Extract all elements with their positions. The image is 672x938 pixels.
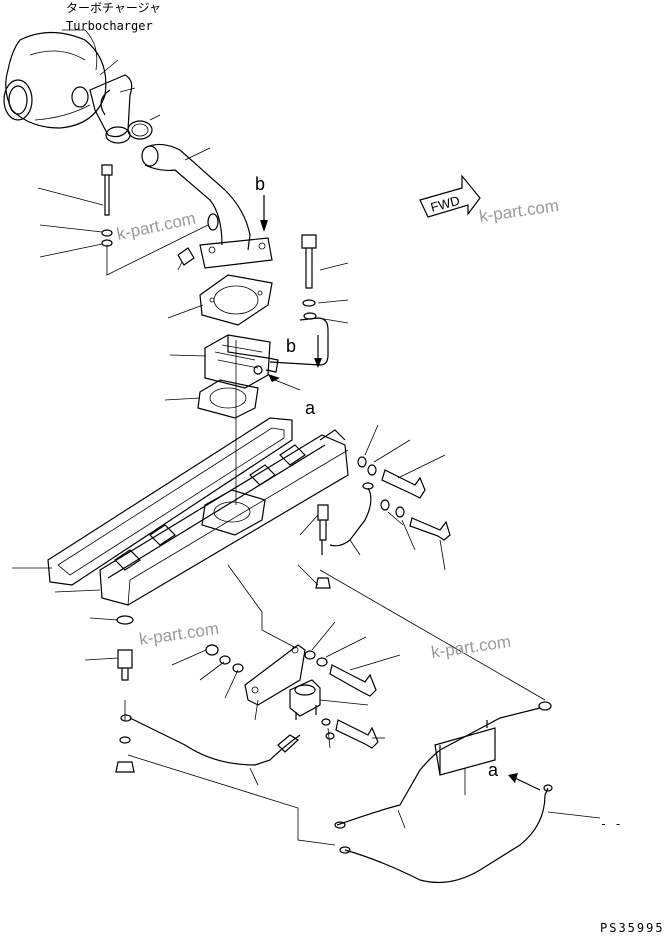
- label-b-top: b: [255, 174, 265, 194]
- leader-lrh2: [325, 636, 367, 658]
- air-tube: [269, 317, 329, 366]
- leader-lock-b: [224, 669, 239, 699]
- leader-lrh1: [311, 621, 336, 651]
- drawing-number: PS35995: [600, 921, 665, 935]
- watermark-1: k-part.com: [115, 209, 197, 244]
- leader-valve: [169, 354, 207, 357]
- gasket-upper: [199, 274, 273, 326]
- manifold-gasket: [47, 417, 293, 586]
- lower-right-hardware: [304, 650, 377, 697]
- label-a-mid: a: [305, 398, 316, 418]
- leader-harness: [397, 809, 406, 829]
- wire-lower: [115, 714, 301, 773]
- leader-sensor-left: [84, 657, 119, 661]
- leader-elbow: [184, 147, 211, 161]
- leader-wire-lower: [249, 767, 259, 786]
- exhaust-elbow: [141, 143, 273, 269]
- turbocharger: [3, 31, 107, 129]
- leader-bolt-r: [319, 262, 349, 271]
- leader-mh1: [364, 424, 379, 456]
- leader-mh5: [401, 519, 416, 551]
- leader-mh2: [373, 439, 411, 463]
- leader-2: [119, 87, 136, 93]
- sensor-left: [116, 615, 134, 681]
- manifold-hardware: [357, 456, 451, 541]
- leader-long-diag: [319, 569, 546, 701]
- dash-label: - -: [600, 817, 622, 831]
- leader-manifold: [54, 589, 101, 593]
- leader-lrh3: [349, 654, 401, 671]
- exhaust-brake-valve: [204, 334, 279, 389]
- turbocharger-leader: [62, 29, 98, 71]
- leader-washer-2: [39, 243, 103, 258]
- leader-end-wire: [547, 811, 601, 819]
- leader-nut-mid: [297, 564, 319, 586]
- leader-nut-b: [171, 649, 207, 666]
- fwd-arrow: FWD: [419, 174, 481, 218]
- watermark-2: k-part.com: [478, 196, 560, 226]
- leader-washer-left: [89, 617, 119, 621]
- leader-sensor-mid: [299, 514, 319, 536]
- bolt-left: [101, 164, 113, 247]
- label-b-mid: b: [286, 336, 296, 356]
- leader-wire-mid: [349, 539, 361, 556]
- harness-bracket: [334, 701, 553, 884]
- bracket: [205, 644, 306, 706]
- arrow-a-mid-head: [268, 374, 280, 382]
- gasket-lower: [197, 379, 259, 419]
- bolt-right: [301, 234, 317, 320]
- leader-3: [149, 114, 161, 121]
- leader-gasket-upper: [167, 304, 204, 319]
- solenoid-valve: [289, 679, 379, 749]
- connector-pipe: [89, 74, 153, 144]
- turbocharger-jp-label: ターボチャージャ: [66, 1, 161, 15]
- label-a-low: a: [488, 760, 499, 780]
- leader-lower-group: [127, 754, 336, 846]
- leader-washer-r1: [317, 299, 349, 304]
- leader-mh4: [387, 511, 404, 526]
- arrow-a-low-head: [508, 773, 518, 783]
- leader-gasket-lower: [164, 397, 201, 401]
- leader-bolt: [37, 187, 104, 206]
- arrow-b-top-head: [260, 220, 268, 232]
- leader-solenoid: [319, 699, 369, 706]
- leader-manifold-down: [227, 564, 297, 649]
- leader-bracket: [254, 699, 259, 721]
- leader-mh3: [397, 454, 446, 479]
- leader-group: [106, 224, 209, 276]
- arrow-a-low: [514, 777, 541, 791]
- leader-sol-w: [327, 727, 331, 749]
- svg-text:FWD: FWD: [429, 193, 461, 215]
- leader-washer-b: [199, 661, 225, 681]
- turbocharger-en-label: Turbocharger: [66, 19, 153, 33]
- leader-1: [99, 59, 119, 76]
- arrow-b-mid-head: [314, 358, 322, 368]
- exhaust-manifold: [99, 429, 349, 606]
- leader-washer-1: [39, 224, 103, 233]
- watermark-3: k-part.com: [138, 619, 220, 649]
- plug: [177, 247, 195, 271]
- leader-mh6: [439, 539, 446, 571]
